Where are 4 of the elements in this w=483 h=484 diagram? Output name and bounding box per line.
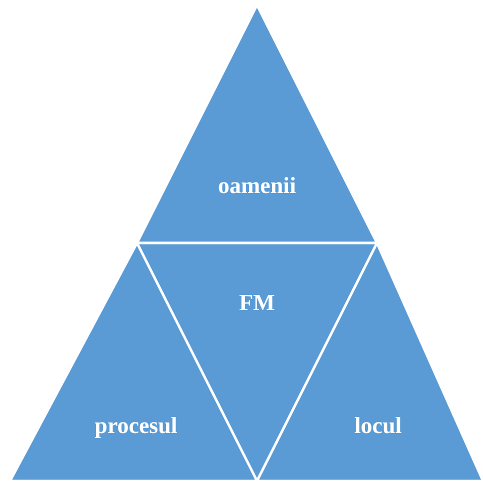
segment-label: FM bbox=[239, 290, 275, 316]
segment-label: oamenii bbox=[218, 173, 296, 199]
segment-label: procesul bbox=[94, 413, 178, 439]
segment-label: locul bbox=[354, 413, 402, 439]
